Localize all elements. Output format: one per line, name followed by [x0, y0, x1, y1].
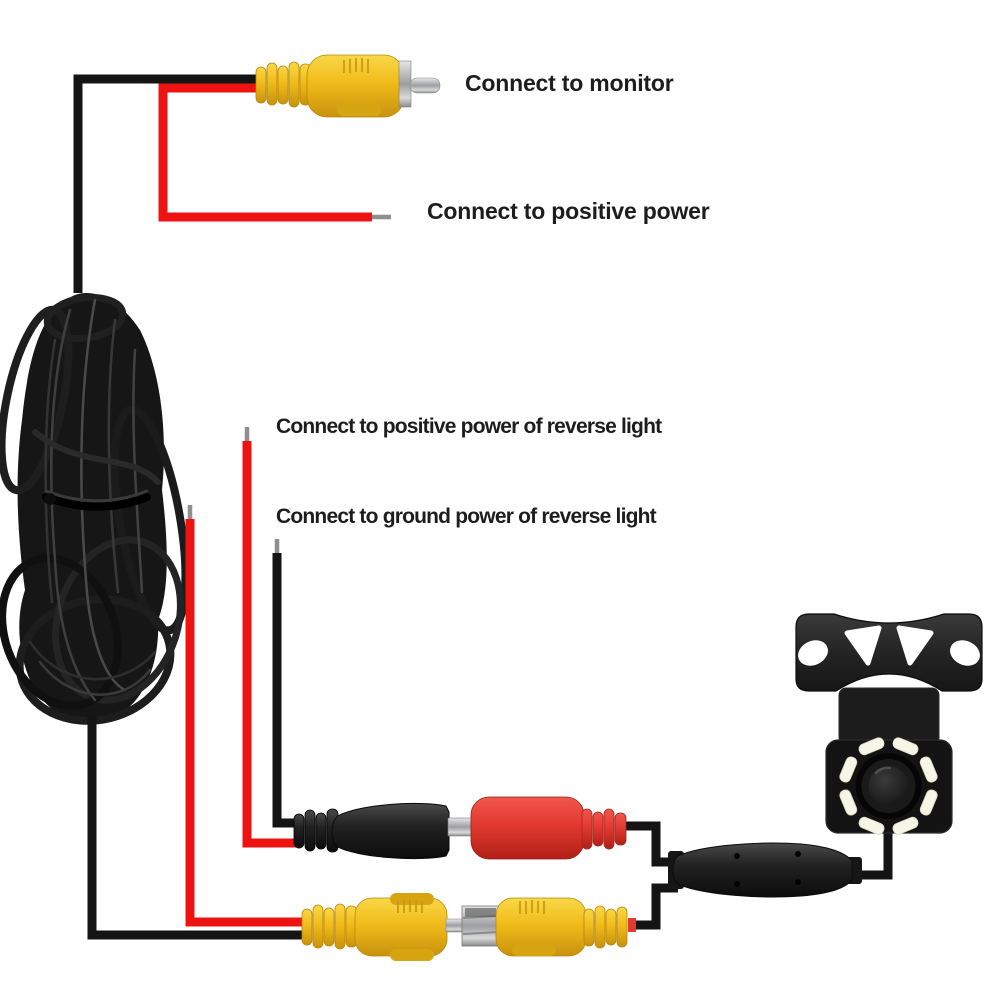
wire-reverse-positive-red	[242, 441, 300, 848]
inline-filter-module	[668, 842, 862, 898]
wire-video-to-monitor	[73, 74, 259, 293]
dc-jack-body	[331, 802, 450, 860]
rca-plug-yellow-monitor	[255, 54, 441, 118]
label-connect-to-monitor: Connect to monitor	[465, 70, 674, 96]
label-reverse-light-positive: Connect to positive power of reverse lig…	[276, 415, 662, 438]
wires	[73, 74, 893, 940]
label-connect-to-positive-power: Connect to positive power	[427, 198, 710, 224]
coiled-cable-bundle	[0, 293, 190, 725]
rca-bottom-tab	[512, 944, 556, 956]
cable-tie	[42, 489, 151, 511]
wire-yellow-rca-to-module	[634, 883, 678, 930]
rca-knurl	[343, 58, 369, 73]
backup-camera	[795, 613, 983, 835]
rca-bottom-tab	[337, 103, 381, 116]
rca-body	[354, 897, 448, 957]
red-plug-strain-relief	[581, 808, 627, 850]
rca-strain-relief	[301, 903, 358, 950]
rca-top-tab	[390, 893, 434, 905]
rca-knurl	[397, 900, 423, 913]
rca-center-pin	[409, 77, 441, 94]
camera-mounting-bracket	[795, 613, 983, 692]
bracket-cutouts	[798, 625, 980, 666]
rca-bottom-tab	[390, 949, 434, 961]
rca-strain-relief	[583, 905, 628, 949]
label-reverse-light-ground: Connect to ground power of reverse light	[276, 505, 657, 528]
rca-jack-yellow-female-bottom	[495, 897, 636, 957]
dc-power-jack-black	[293, 802, 474, 860]
wire-ground-black	[272, 553, 300, 828]
dc-metal-barrel	[447, 817, 474, 837]
rca-strain-relief	[255, 61, 312, 108]
camera-mount-block	[838, 687, 940, 745]
wire-module-to-camera	[850, 826, 893, 880]
wire-positive-power	[158, 83, 372, 222]
camera-lens	[855, 753, 922, 819]
rca-plug-yellow-male-bottom	[301, 893, 467, 961]
module-body	[672, 842, 853, 898]
dc-strain-relief	[293, 808, 339, 853]
rca-knurl	[519, 900, 545, 914]
rca-metal-collar	[398, 60, 412, 108]
wire-reverse-trigger-red	[185, 519, 306, 927]
rca-coupler-metal	[461, 905, 501, 947]
wire-red-rca-to-module	[626, 821, 678, 867]
red-plug-body	[470, 796, 585, 860]
red-band	[628, 918, 636, 932]
dc-power-plug-red	[470, 796, 627, 860]
wire-coil-to-yellow-rca	[87, 716, 306, 940]
camera-led-ring	[839, 737, 938, 835]
